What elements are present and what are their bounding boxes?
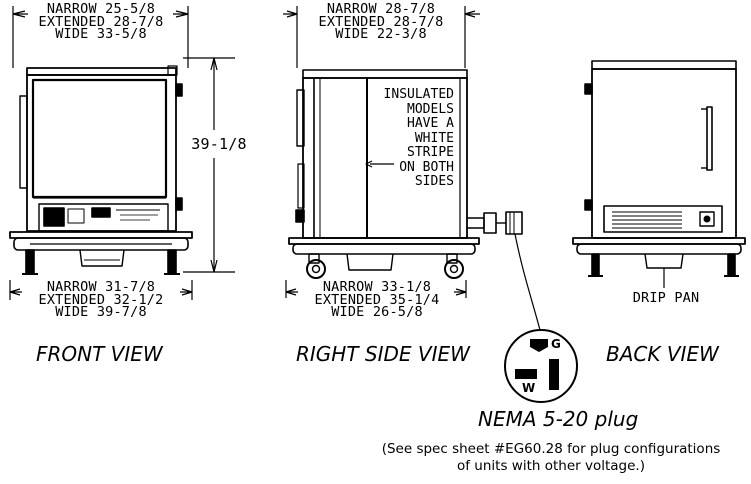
nema-plug-name: NEMA 5-20 plug xyxy=(478,407,639,431)
plug-pin-w-label: W xyxy=(522,381,536,395)
plug-pin-g-label: G xyxy=(551,337,561,351)
callout-line-6: ON BOTH xyxy=(399,159,454,175)
callout-line-2: MODELS xyxy=(407,101,454,117)
front-view-title: FRONT VIEW xyxy=(36,342,163,366)
drip-pan-label: DRIP PAN xyxy=(632,290,700,306)
side-top-dimension-label: NARROW 28-7/8 EXTENDED 28-7/8 WIDE 22-3/… xyxy=(300,3,462,41)
front-bottom-dim-wide: WIDE 39-7/8 xyxy=(55,304,147,320)
insulated-stripe-callout: INSULATED MODELS HAVE A WHITE STRIPE ON … xyxy=(368,87,454,190)
side-view-title: RIGHT SIDE VIEW xyxy=(296,342,470,366)
callout-line-1: INSULATED xyxy=(383,87,454,102)
plug-config-note: (See spec sheet #EG60.28 for plug config… xyxy=(357,441,745,475)
plug-note-line-1: (See spec sheet #EG60.28 for plug config… xyxy=(381,441,721,457)
side-view-drawing xyxy=(283,6,541,331)
side-bottom-dim-narrow: NARROW 33-1/8 xyxy=(322,279,432,295)
side-bottom-dim-wide: WIDE 26-5/8 xyxy=(331,304,423,320)
side-top-dim-narrow: NARROW 28-7/8 xyxy=(326,1,436,17)
front-bottom-dimension-label: NARROW 31-7/8 EXTENDED 32-1/2 WIDE 39-7/… xyxy=(20,281,182,319)
callout-line-5: STRIPE xyxy=(407,145,454,160)
front-view-drawing xyxy=(9,6,235,300)
side-top-dim-extended: EXTENDED 28-7/8 xyxy=(318,13,444,30)
front-top-dim-wide: WIDE 33-5/8 xyxy=(55,26,147,42)
nema-plug-face xyxy=(504,329,578,403)
side-bottom-dimension-label: NARROW 33-1/8 EXTENDED 35-1/4 WIDE 26-5/… xyxy=(296,281,458,319)
front-top-dim-narrow: NARROW 25-5/8 xyxy=(46,1,156,17)
front-bottom-dim-extended: EXTENDED 32-1/2 xyxy=(38,291,164,308)
callout-line-7: SIDES xyxy=(414,174,454,189)
callout-line-4: WHITE xyxy=(414,130,454,146)
side-bottom-dim-extended: EXTENDED 35-1/4 xyxy=(314,291,440,308)
back-view-drawing xyxy=(572,60,746,288)
front-bottom-dim-narrow: NARROW 31-7/8 xyxy=(46,279,156,295)
front-height-dimension-label: 39-1/8 xyxy=(191,135,247,153)
plug-note-line-2: of units with other voltage.) xyxy=(457,458,645,474)
callout-line-3: HAVE A xyxy=(407,116,454,131)
front-top-dim-extended: EXTENDED 28-7/8 xyxy=(38,13,164,30)
back-view-title: BACK VIEW xyxy=(606,342,719,366)
front-top-dimension-label: NARROW 25-5/8 EXTENDED 28-7/8 WIDE 33-5/… xyxy=(27,3,175,41)
side-top-dim-wide: WIDE 22-3/8 xyxy=(335,26,427,42)
